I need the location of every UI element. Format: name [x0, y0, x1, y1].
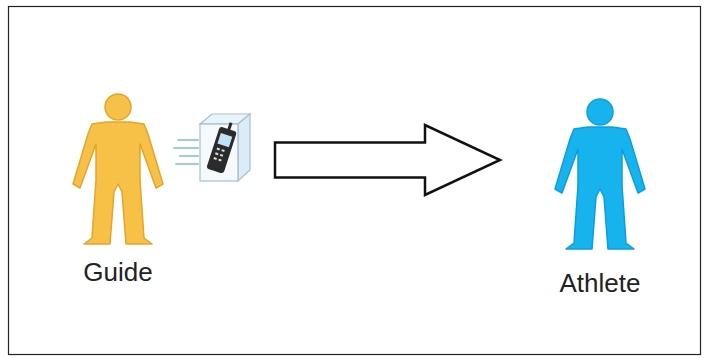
person-head [105, 94, 131, 120]
motion-lines [174, 140, 198, 164]
person-node: Athlete [550, 97, 650, 299]
person-node: Guide [68, 92, 168, 288]
person-figure [68, 92, 168, 246]
mobile-phone [206, 120, 239, 174]
phone-box-icon [174, 114, 250, 181]
person-label: Guide [68, 258, 168, 288]
block-arrow [275, 125, 500, 195]
person-figure [550, 97, 650, 251]
person-body [73, 122, 163, 244]
person-body [555, 127, 645, 249]
frame-border [9, 7, 701, 355]
person-head [587, 99, 613, 125]
person-label: Athlete [550, 269, 650, 299]
